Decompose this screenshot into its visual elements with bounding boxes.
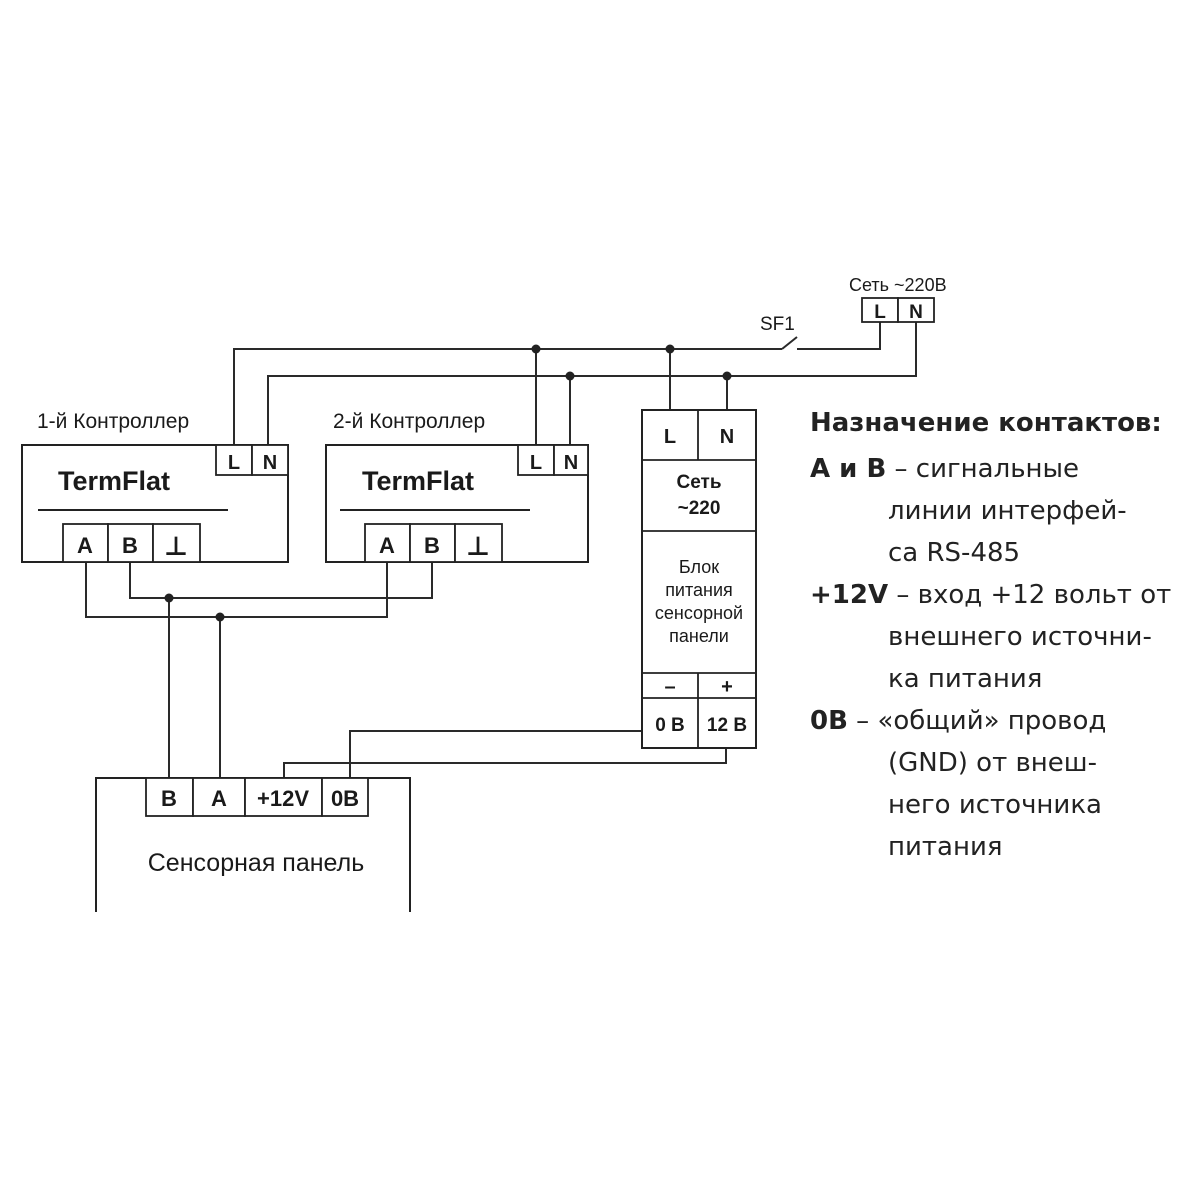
controller-2: 2-й Контроллер TermFlat L N A B ⊥ [325,410,589,563]
controller-1-a-text: A [77,533,93,558]
controller-1-model: TermFlat [58,466,170,496]
touch-panel-12v-cell [244,777,323,817]
legend-key: А и В [810,454,887,484]
power-supply-body [641,409,757,749]
junction-dot [164,593,174,603]
mains-l-cell [861,297,899,323]
legend-title: Назначение контактов: [810,408,1162,438]
controller-1-l-cell [215,444,253,476]
junction-dot [665,344,675,354]
wire-bus-a [85,562,388,618]
controller-2-b-cell [409,523,456,563]
psu-desc-line: питания [665,580,733,600]
wires [85,322,917,778]
touch-panel: B A +12V 0B Сенсорная панель [95,777,411,912]
legend-dash: – [847,706,878,736]
psu-desc-line: панели [669,626,729,646]
wire-panel-0v [349,730,670,778]
junction-dot [531,344,541,354]
touch-panel-a-cell [192,777,246,817]
controller-1-b-text: B [122,533,138,558]
controller-1-n-cell [251,444,289,476]
junctions [164,344,732,622]
psu-n-text: N [720,426,734,448]
controller-2-l-text: L [530,452,542,474]
mains-l-text: L [874,302,886,323]
legend-line: ка питания [888,664,1043,694]
psu-desc-line: Блок [679,557,719,577]
controller-1-caption: 1-й Контроллер [37,410,189,433]
touch-panel-0v-text: 0B [331,786,359,811]
controller-2-n-cell [553,444,589,476]
controller-2-model: TermFlat [362,466,474,496]
legend-line: него источника [888,790,1102,820]
legend-line: внешнего источни- [888,622,1152,652]
controller-2-gnd-text: ⊥ [466,531,490,561]
psu-desc-line: сенсорной [655,603,743,623]
psu-0v-text: 0 В [655,715,685,736]
wire-n-bus [267,322,917,447]
power-supply: L N Сеть ~220 Блок питания сенсорной пан… [641,409,757,749]
psu-12v-text: 12 В [707,715,747,736]
controller-1-gnd-cell [152,523,201,563]
wire-mains-l [797,322,881,350]
touch-panel-a-text: A [211,786,227,811]
legend-item-12v: +12V – вход +12 вольт от внешнего источн… [810,574,1195,700]
legend-line: линии интерфей- [888,496,1127,526]
controller-2-l-cell [517,444,555,476]
mains-n-cell [897,297,935,323]
legend-dash: – [886,454,916,484]
controller-1-l-text: L [228,452,240,474]
wire-bus-b [129,562,433,599]
psu-input-label-1: Сеть [676,472,721,493]
legend-line: са RS-485 [888,538,1021,568]
legend-key: 0В [810,706,848,736]
controller-2-b-text: B [424,533,440,558]
touch-panel-b-text: B [161,786,177,811]
controller-1: 1-й Контроллер TermFlat L N A B ⊥ [21,410,289,563]
legend-item-ab: А и В – сигнальные линии интерфей- са RS… [810,448,1195,574]
controller-2-caption: 2-й Контроллер [333,410,485,433]
touch-panel-12v-text: +12V [257,786,309,811]
wire-l-bus [233,348,782,447]
sf1-label: SF1 [760,314,795,335]
psu-minus-text: – [664,676,675,698]
legend-dash: – [888,580,918,610]
controller-2-gnd-cell [454,523,503,563]
legend-line: «общий» провод [877,706,1107,736]
controller-2-a-text: A [379,533,395,558]
controller-2-n-text: N [564,452,578,474]
junction-dot [565,371,575,381]
legend-line: вход +12 вольт от [917,580,1172,610]
legend-line: сигнальные [915,454,1080,484]
contacts-legend: Назначение контактов: А и В – сигнальные… [810,402,1195,868]
psu-plus-text: + [721,676,733,698]
legend-key: +12V [810,580,889,610]
psu-input-label-2: ~220 [678,498,721,519]
touch-panel-label: Сенсорная панель [148,849,364,877]
mains-label: Сеть ~220В [849,275,947,295]
psu-l-text: L [664,426,676,448]
controller-2-a-cell [364,523,411,563]
mains-n-text: N [909,302,923,323]
legend-item-0v: 0В – «общий» провод (GND) от внеш- него … [810,700,1195,868]
controller-1-b-cell [107,523,154,563]
controller-1-gnd-text: ⊥ [164,531,188,561]
wire-panel-12v [283,748,727,778]
touch-panel-0v-cell [321,777,369,817]
sf1-switch-blade [781,336,798,350]
controller-1-n-text: N [263,452,277,474]
legend-line: (GND) от внеш- [888,748,1097,778]
junction-dot [722,371,732,381]
junction-dot [215,612,225,622]
mains-terminal: Сеть ~220В L N [849,275,947,323]
legend-line: питания [888,832,1003,862]
